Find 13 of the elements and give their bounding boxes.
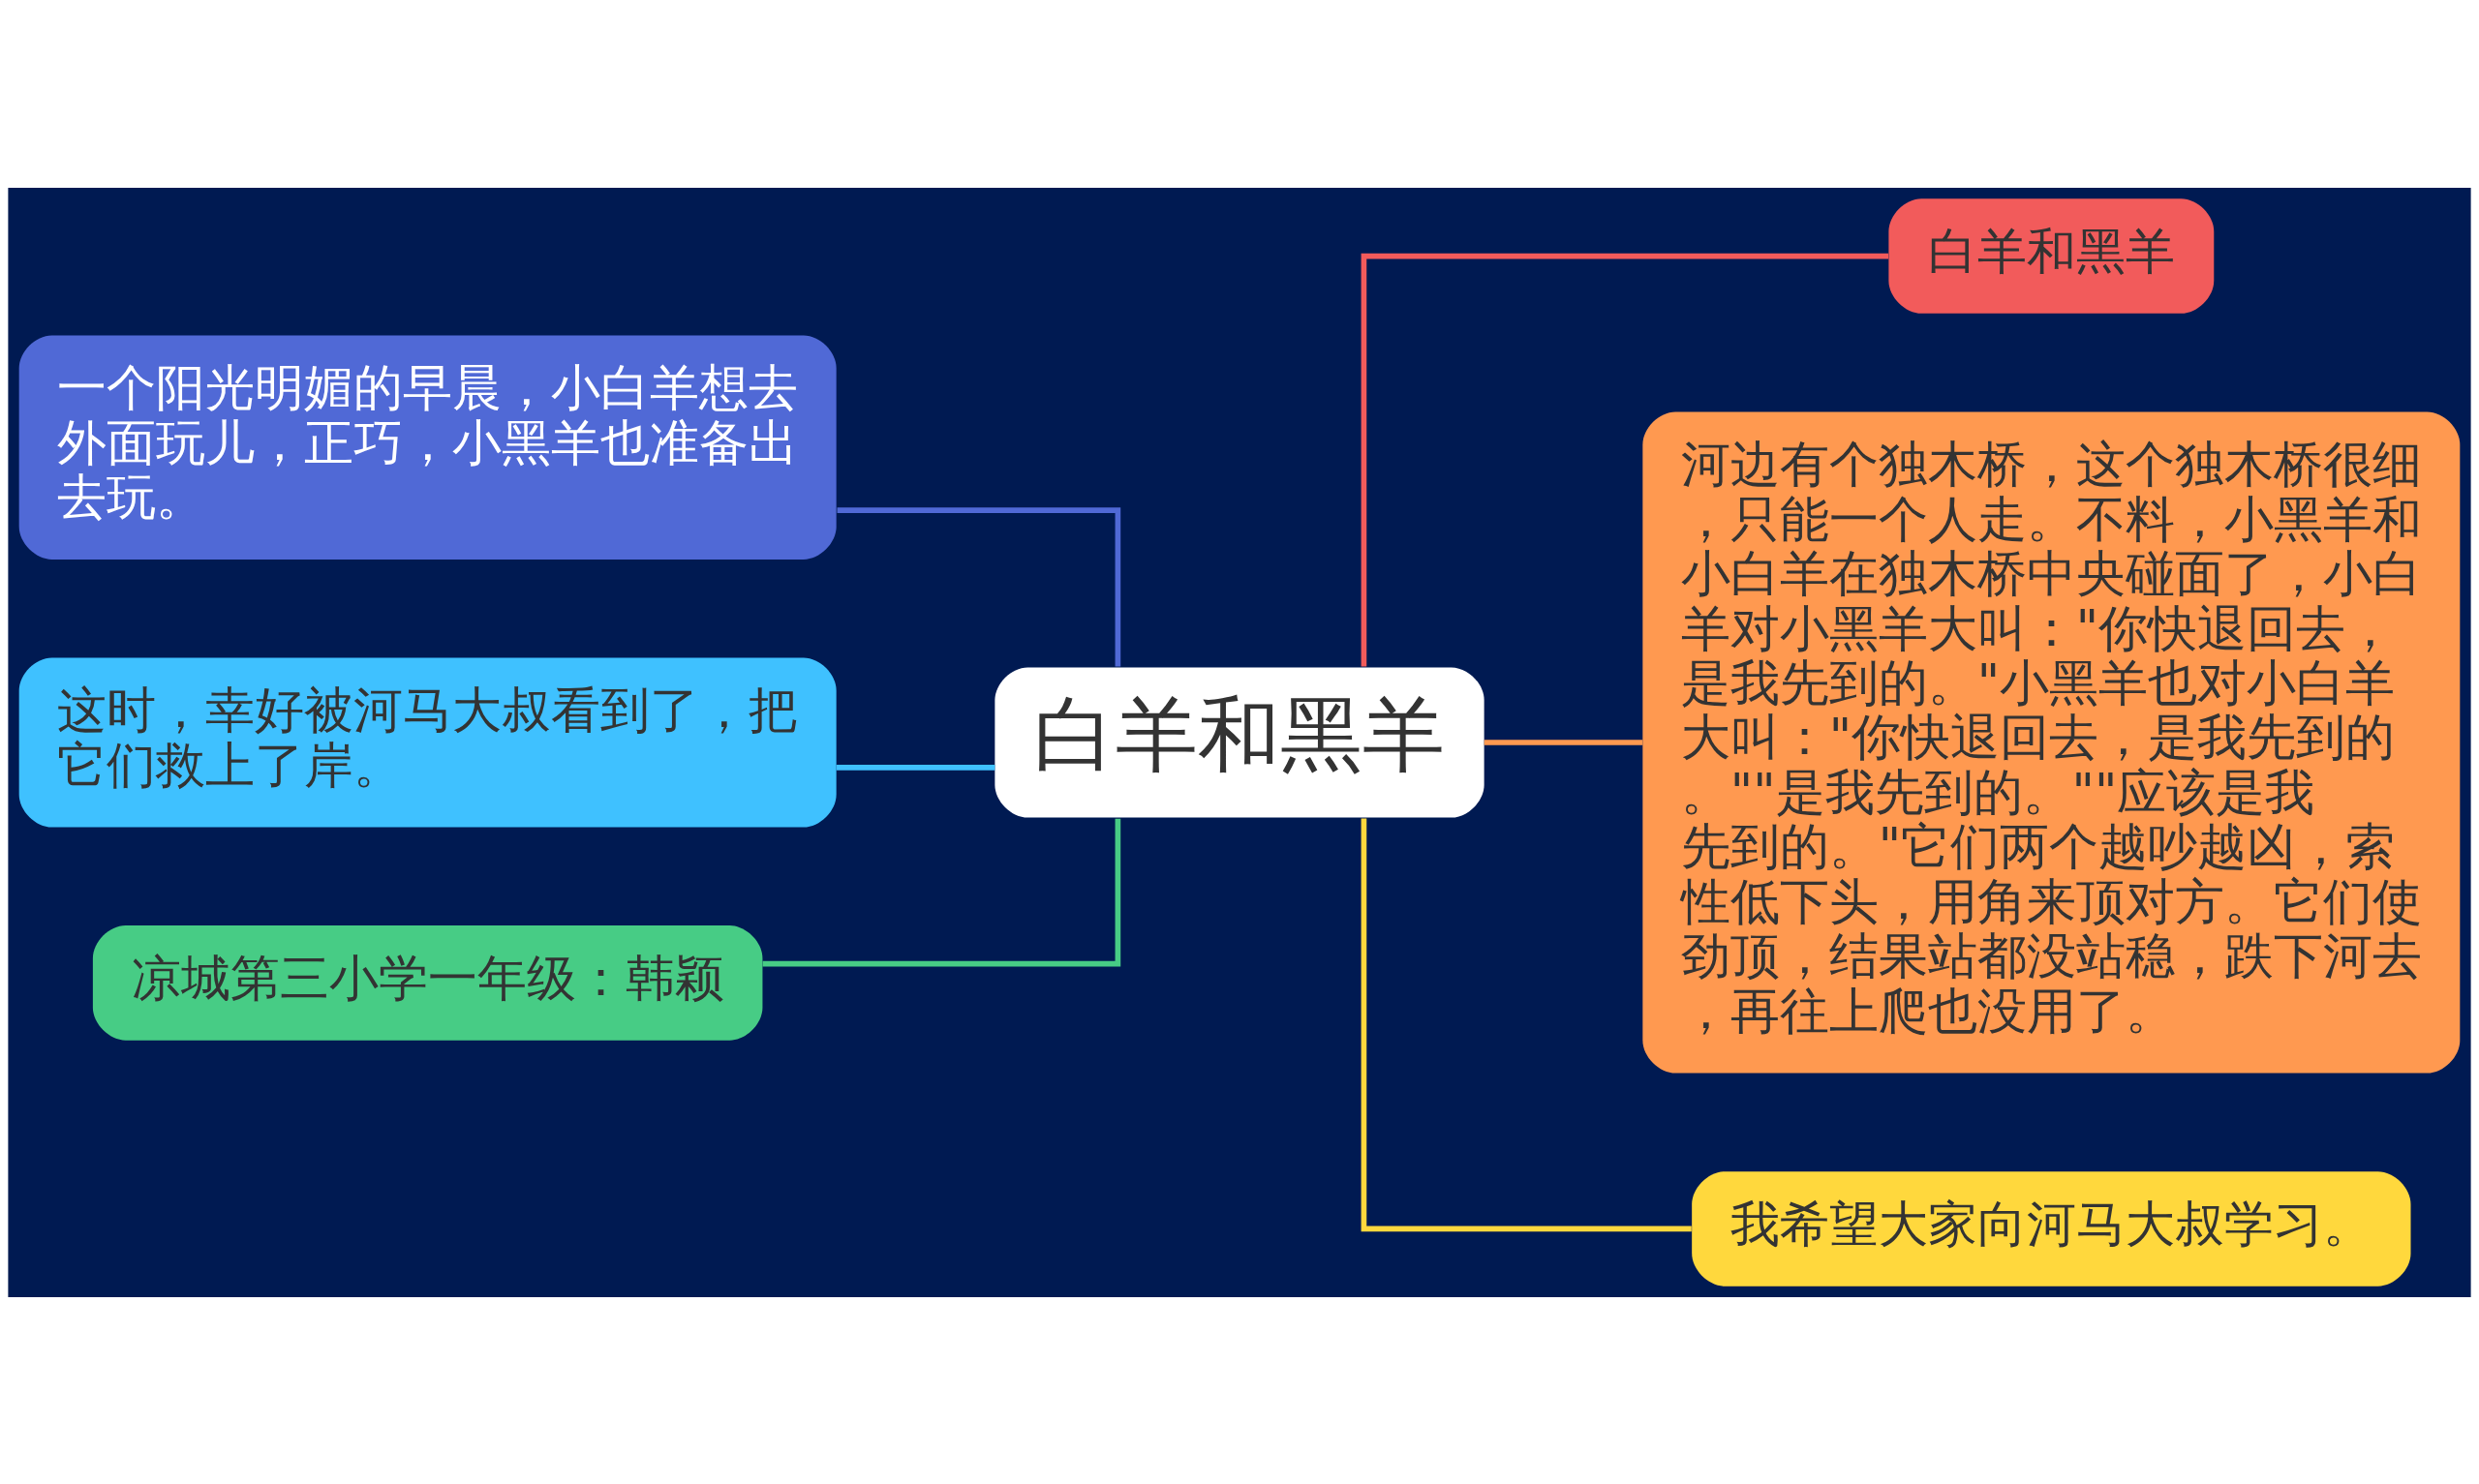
connector: [1361, 818, 1692, 1231]
connector: [1361, 253, 1889, 666]
connector: [837, 506, 1121, 666]
node-box: 这时，幸好被河马大叔看到了，把它们救上了岸。: [18, 657, 837, 827]
node-box: 白羊和黑羊: [1888, 197, 2215, 314]
connector: [836, 764, 995, 771]
node-box: 一个阳光明媚的早晨，小白羊想去外面玩儿，正巧，小黑羊也准备出去玩。: [18, 334, 837, 560]
connector: [1484, 739, 1643, 745]
node-box: 凉城第三小学一年级：韩颖: [92, 924, 763, 1041]
connector: [762, 818, 1121, 966]
node-box: 我希望大家向河马大叔学习。: [1692, 1170, 2411, 1287]
node-box: 河边有个独木桥，这个独木桥很细，只能一个人走。不料，小黑羊和小白羊在独木桥中央碰面了，小白羊对小黑羊大叫："你快退回去，是我先到的。"小黑羊也对小白羊大叫："你快退回去，是我先到的。""是我先到的。""应该是我先到的。"它们两个越吵越凶，索性低下头，用角来顶对方。它们使劲顶，结果站都没站稳，跌下河去，再往上爬也没用了。: [1642, 410, 2461, 1074]
node-box: 白羊和黑羊: [995, 666, 1484, 818]
